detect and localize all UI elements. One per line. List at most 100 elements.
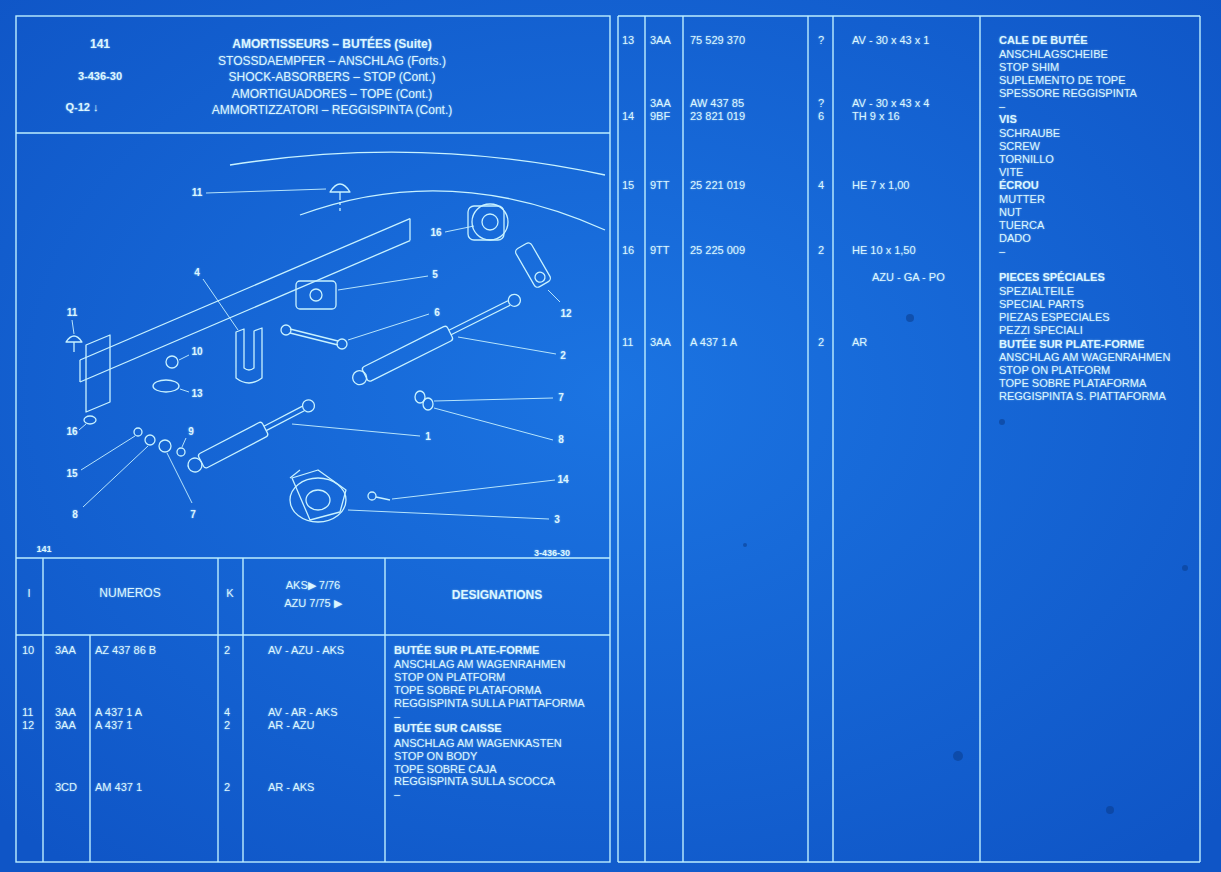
callout-number: 10 [191,346,202,358]
table-cell: 3AA [650,34,671,47]
table-cell: 2 [818,336,824,349]
grid-lines [16,16,1200,862]
table-cell: 6 [818,110,824,123]
table-cell: SCREW [999,140,1040,153]
table-cell: VITE [999,166,1023,179]
table-cell: 3AA [55,706,76,719]
callout-number: 2 [560,350,566,362]
table-cell: 25 221 019 [690,179,745,192]
callout-number: 8 [72,509,78,521]
table-cell: 15 [622,179,634,192]
table-cell: 3CD [55,781,77,794]
table-cell: REGGISPINTA S. PIATTAFORMA [999,390,1166,403]
table-cell: ? [818,34,824,47]
table-cell: A 437 1 A [690,336,737,349]
table-cell: AR - AKS [268,781,314,794]
table-cell: 3AA [55,644,76,657]
callout-number: 14 [557,474,568,486]
table-cell: SPECIAL PARTS [999,298,1084,311]
designation-heading: VIS [999,113,1017,126]
table-cell: AW 437 85 [690,97,744,110]
column-header: DESIGNATIONS [452,589,542,603]
callout-number: 16 [66,426,77,438]
table-cell: REGGISPINTA SULLA PIATTAFORMA [394,697,585,710]
table-cell: TUERCA [999,219,1044,232]
table-cell: AV - AR - AKS [268,706,338,719]
table-cell: 11 [22,706,33,719]
table-cell: – [999,100,1005,113]
table-cell: PIEZAS ESPECIALES [999,311,1110,324]
column-header: AZU 7/75 ▶ [284,597,342,610]
table-cell: 3AA [55,719,76,732]
table-cell: 12 [22,719,34,732]
table-cell: AR - AZU [268,719,314,732]
callout-number: 3 [554,514,560,526]
table-cell: HE 7 x 1,00 [852,179,909,192]
figure-number: 141 [36,544,51,554]
column-header: NUMEROS [99,587,160,601]
table-cell: TORNILLO [999,153,1054,166]
callout-number: 1 [425,431,431,443]
table-cell: – [999,245,1005,258]
table-cell: AV - AZU - AKS [268,644,344,657]
designation-heading: BUTÉE SUR CAISSE [394,722,502,735]
table-cell: 9TT [650,179,670,192]
table-cell: AR [852,336,867,349]
callout-number: 15 [66,468,77,480]
table-cell: DADO [999,232,1031,245]
table-cell: 2 [224,644,230,657]
table-cell: AV - 30 x 43 x 1 [852,34,929,47]
callout-number: 5 [432,269,438,281]
table-cell: 23 821 019 [690,110,745,123]
callout-number: 12 [560,308,571,320]
table-cell: 2 [224,781,230,794]
table-cell: 2 [818,244,824,257]
table-cell: STOP ON PLATFORM [999,364,1110,377]
table-cell: A 437 1 A [95,706,142,719]
designation-heading: CALE DE BUTÉE [999,34,1088,47]
title-line: AMMORTIZZATORI – REGGISPINTA (Cont.) [212,104,452,118]
designation-heading: BUTÉE SUR PLATE-FORME [999,338,1144,351]
table-cell: 4 [818,179,824,192]
group-code: 3-436-30 [78,70,122,83]
table-cell: ANSCHLAG AM WAGENRAHMEN [394,658,565,671]
table-cell: 3AA [650,336,671,349]
callout-number: 13 [191,388,202,400]
table-cell: 4 [224,706,230,719]
callout-number: 11 [192,187,203,199]
table-cell: ? [818,97,824,110]
callout-number: 16 [430,227,441,239]
designation-heading: PIECES SPÉCIALES [999,271,1105,284]
table-cell: SCHRAUBE [999,127,1060,140]
designation-heading: BUTÉE SUR PLATE-FORME [394,644,539,657]
title-line: AMORTIGUADORES – TOPE (Cont.) [232,88,433,102]
table-cell: 9BF [650,110,670,123]
table-cell: TOPE SOBRE PLATAFORMA [999,377,1146,390]
table-cell: TOPE SOBRE PLATAFORMA [394,684,541,697]
table-cell: NUT [999,206,1022,219]
table-cell: 9TT [650,244,670,257]
table-cell: 11 [622,336,633,349]
table-cell: – [394,788,400,801]
table-cell: 2 [224,719,230,732]
table-cell: A 437 1 [95,719,132,732]
callout-number: 11 [67,307,78,319]
callout-number: 7 [190,509,196,521]
table-cell: AZ 437 86 B [95,644,156,657]
fiche-ref: Q-12 ↓ [65,101,98,114]
table-cell: PEZZI SPECIALI [999,324,1083,337]
table-cell: STOP SHIM [999,61,1059,74]
table-cell: STOP ON PLATFORM [394,671,505,684]
film-specks [743,314,1188,814]
table-cell: TOPE SOBRE CAJA [394,763,497,776]
callout-number: 9 [188,426,194,438]
callout-number: 7 [558,392,564,404]
table-cell: ANSCHLAG AM WAGENRAHMEN [999,351,1170,364]
page-number: 141 [90,38,110,52]
title: AMORTISSEURS – BUTÉES (Suite) [232,38,431,52]
table-cell: 3AA [650,97,671,110]
column-header: K [226,587,233,600]
callout-number: 4 [194,267,200,279]
